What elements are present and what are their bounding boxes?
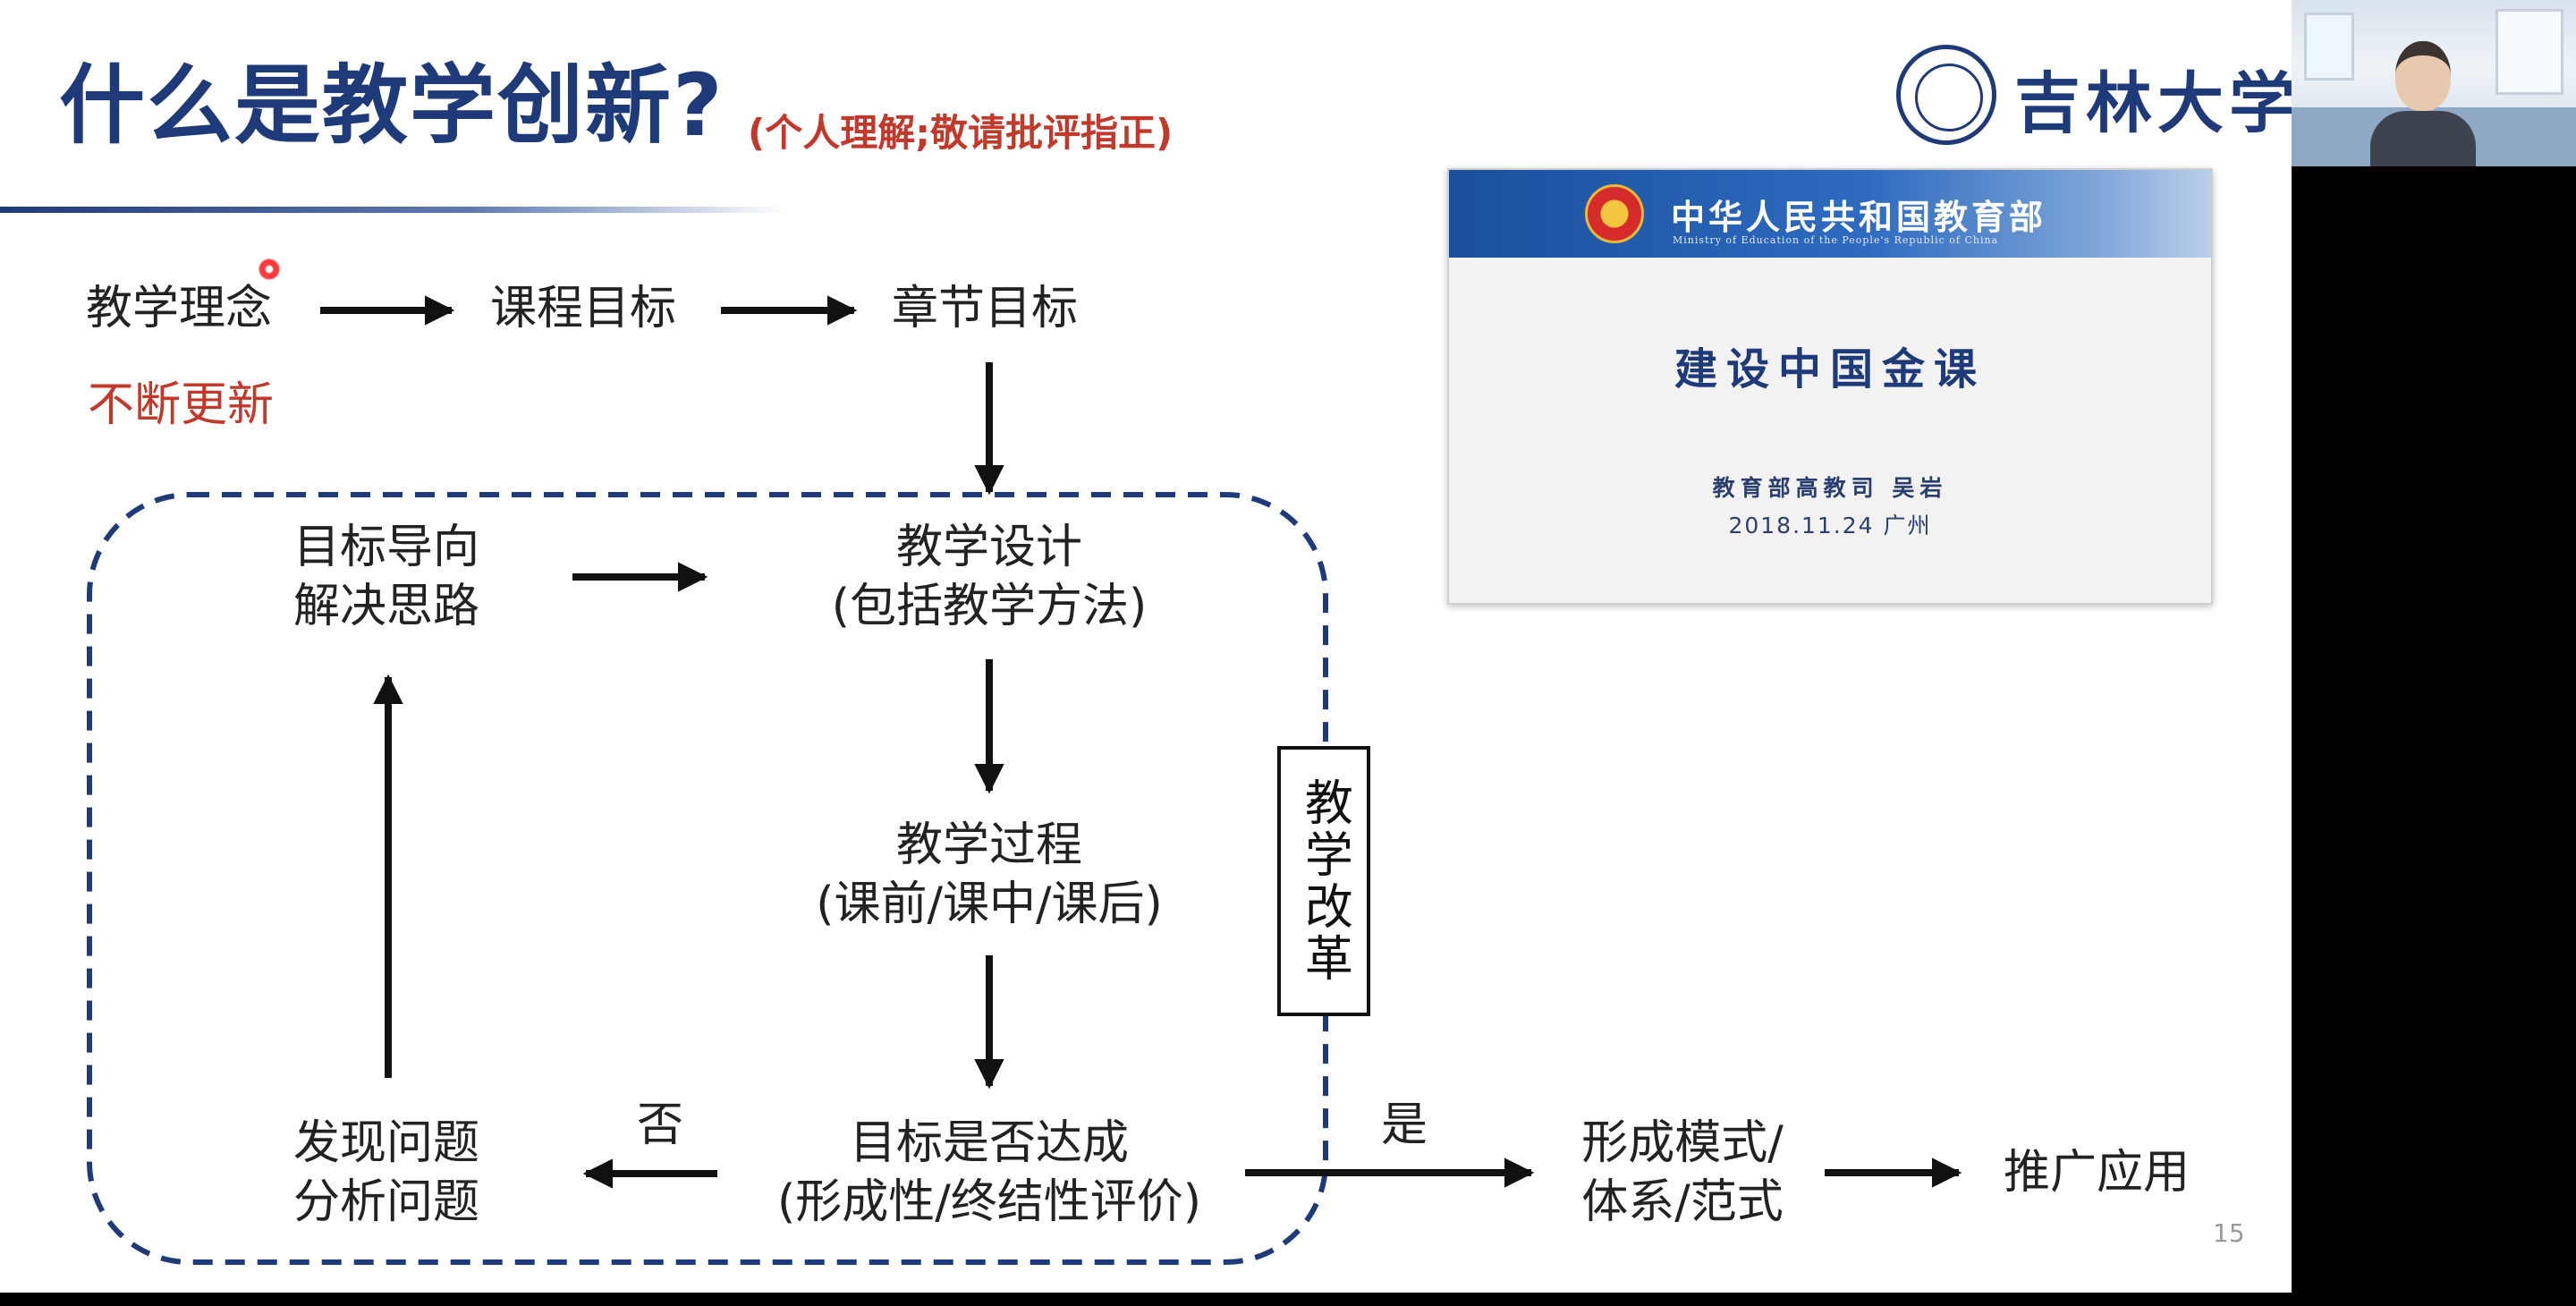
node-teaching-process: 教学过程 (课前/课中/课后) [775, 817, 1204, 934]
label-yes: 是 [1381, 1098, 1428, 1152]
cam-background-window [2496, 9, 2563, 95]
node-goal-achieved: 目标是否达成 (形成性/终结性评价) [739, 1115, 1240, 1232]
university-seal-icon [1896, 45, 1996, 145]
goal-achieved-line1: 目标是否达成 [849, 1116, 1129, 1170]
form-model-line2: 体系/范式 [1581, 1175, 1784, 1229]
presenter-head [2395, 41, 2451, 111]
slide-title: 什么是教学创新? [59, 55, 724, 156]
inset-presenter: 教育部高教司 吴岩 [1712, 475, 1948, 501]
presenter-body [2370, 111, 2476, 166]
ministry-name: 中华人民共和国教育部 [1671, 197, 2047, 237]
label-no: 否 [637, 1098, 684, 1152]
laser-pointer-dot [258, 259, 280, 280]
label-constant-update: 不断更新 [88, 378, 275, 432]
reform-box: 教学改革 [1277, 746, 1370, 1016]
presenter-figure [2370, 41, 2476, 166]
reform-box-label: 教学改革 [1296, 777, 1353, 985]
university-logo-text: 吉林大学 [2014, 65, 2292, 142]
teaching-process-line1: 教学过程 [895, 818, 1082, 872]
slide-subtitle: (个人理解;敬请批评指正) [748, 111, 1174, 155]
inset-headline: 建设中国金课 [1674, 344, 1986, 394]
teaching-process-line2: (课前/课中/课后) [816, 877, 1163, 931]
presenter-webcam-thumbnail[interactable] [2292, 0, 2576, 166]
find-problem-line2: 分析问题 [292, 1175, 479, 1229]
cam-background-window [2304, 13, 2354, 81]
label-chapter-goals: 章节目标 [892, 282, 1079, 335]
presentation-slide: 什么是教学创新? (个人理解;敬请批评指正) 吉林大学 中华人民共和国教育部 M… [0, 0, 2292, 1293]
teaching-design-line1: 教学设计 [895, 521, 1082, 574]
page-number: 15 [2213, 1218, 2245, 1248]
label-promote-apply: 推广应用 [2004, 1146, 2190, 1200]
title-underline [0, 207, 787, 213]
ministry-name-en: Ministry of Education of the People's Re… [1673, 234, 1999, 246]
node-form-model: 形成模式/ 体系/范式 [1562, 1115, 1803, 1232]
teaching-design-line2: (包括教学方法) [831, 579, 1148, 633]
label-course-goals: 课程目标 [490, 282, 677, 335]
goal-oriented-line2: 解决思路 [292, 579, 479, 633]
node-goal-oriented: 目标导向 解决思路 [261, 519, 512, 636]
node-find-problem: 发现问题 分析问题 [261, 1115, 512, 1232]
flow-diagram-lines [87, 295, 1962, 1265]
national-emblem-icon [1585, 184, 1644, 243]
goal-oriented-line1: 目标导向 [292, 521, 479, 574]
inset-image-card: 中华人民共和国教育部 Ministry of Education of the … [1447, 168, 2213, 605]
form-model-line1: 形成模式/ [1581, 1116, 1784, 1170]
label-teaching-philosophy: 教学理念 [86, 282, 273, 335]
goal-achieved-line2: (形成性/终结性评价) [776, 1175, 1202, 1229]
find-problem-line1: 发现问题 [292, 1116, 479, 1170]
node-teaching-design: 教学设计 (包括教学方法) [792, 519, 1186, 636]
inset-date-place: 2018.11.24 广州 [1728, 513, 1932, 539]
ministry-banner [1449, 170, 2211, 258]
dashed-loop-border [87, 492, 1328, 1265]
